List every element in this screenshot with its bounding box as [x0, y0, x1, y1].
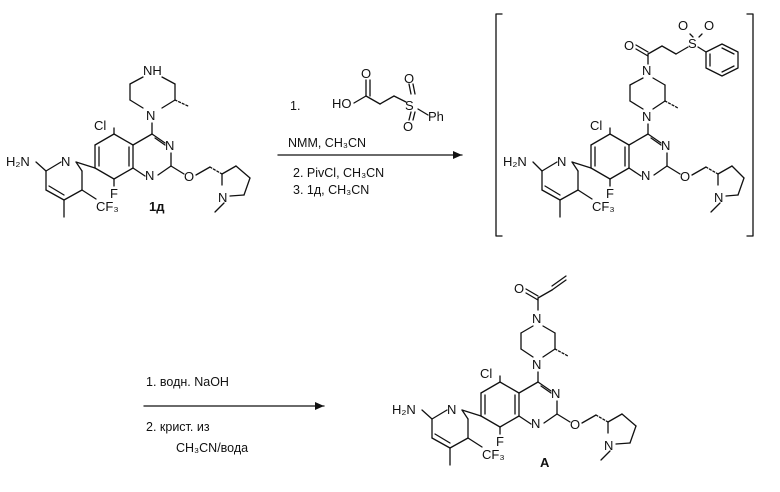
prod-quinazoline-n1: N [531, 416, 540, 431]
int-pyrrolidine-n: N [714, 190, 723, 205]
step1-condition-1: NMM, CH₃CN [288, 136, 366, 150]
intermediate-bracketed: O S O O N N [496, 14, 753, 236]
int-s-atom: S [688, 36, 697, 51]
reaction-arrow-2-head [315, 402, 324, 410]
int-piperazine-n-aryl: N [642, 109, 651, 124]
int-quinazoline-n3: N [661, 138, 670, 153]
reagent-sulfonyl-o-bottom: O [403, 119, 413, 134]
step2-condition-1: 1. водн. NaOH [146, 375, 229, 389]
int-trifluoromethyl: CF₃ [592, 199, 615, 214]
sm-chlorine: Cl [94, 118, 106, 133]
int-ether-oxygen: O [680, 169, 690, 184]
reagent-ho-atom: HO [332, 96, 352, 111]
prod-ether-oxygen: O [570, 417, 580, 432]
prod-amino-group: H₂N [392, 402, 416, 417]
int-pyridine-n: N [557, 154, 566, 169]
prod-trifluoromethyl: CF₃ [482, 447, 505, 462]
prod-pyridine-n: N [447, 402, 456, 417]
reagent-ph-group: Ph [428, 109, 444, 124]
step1-condition-3: 3. 1д, CH₃CN [293, 183, 369, 197]
int-quinazoline-n1: N [641, 168, 650, 183]
int-chlorine: Cl [590, 118, 602, 133]
int-sulfonyl-o-left: O [678, 18, 688, 33]
reagent-s-atom: S [405, 98, 414, 113]
prod-quinazoline-n3: N [551, 386, 560, 401]
int-carbonyl-o: O [624, 38, 634, 53]
reagent-sulfonyl-o-top: O [404, 71, 414, 86]
prod-piperazine-n-acyl: N [532, 311, 541, 326]
sm-pyridine-n: N [61, 154, 70, 169]
reagent-carbonyl-o: O [361, 66, 371, 81]
step2-condition-2b: CH₃CN/вода [176, 441, 248, 455]
prod-piperazine-n-aryl: N [532, 357, 541, 372]
int-piperazine-n-acyl: N [642, 63, 651, 78]
starting-material-1d: NH N N N Cl F O [6, 63, 250, 217]
sm-piperazine-nh: NH [143, 63, 162, 78]
product-a: O N N N N Cl F [392, 276, 636, 470]
prod-pyrrolidine-n: N [604, 438, 613, 453]
compound-label-1d: 1д [149, 199, 165, 214]
sm-ether-oxygen: O [184, 169, 194, 184]
step1-reagent-number: 1. [290, 99, 300, 113]
int-sulfonyl-o-right: O [704, 18, 714, 33]
prod-carbonyl-o: O [514, 281, 524, 296]
int-amino-group: H₂N [503, 154, 527, 169]
prod-chlorine: Cl [480, 366, 492, 381]
step2-condition-2: 2. крист. из [146, 420, 210, 434]
step1-condition-2: 2. PivCl, CH₃CN [293, 166, 384, 180]
sm-quinazoline-n1: N [145, 168, 154, 183]
sm-trifluoromethyl: CF₃ [96, 199, 119, 214]
reaction-arrow-1-head [453, 151, 462, 159]
sm-pyrrolidine-n: N [218, 190, 227, 205]
compound-label-a: A [540, 455, 550, 470]
intermediate-bracket-right [747, 14, 753, 236]
sm-piperazine-n: N [146, 108, 155, 123]
intermediate-bracket-left [496, 14, 502, 236]
reagent-sulfonylpropanoic-acid: HO O S O O Ph [332, 66, 444, 134]
sm-quinazoline-n3: N [165, 138, 174, 153]
int-phenyl-ring [706, 44, 738, 76]
sm-amino-group: H₂N [6, 154, 30, 169]
